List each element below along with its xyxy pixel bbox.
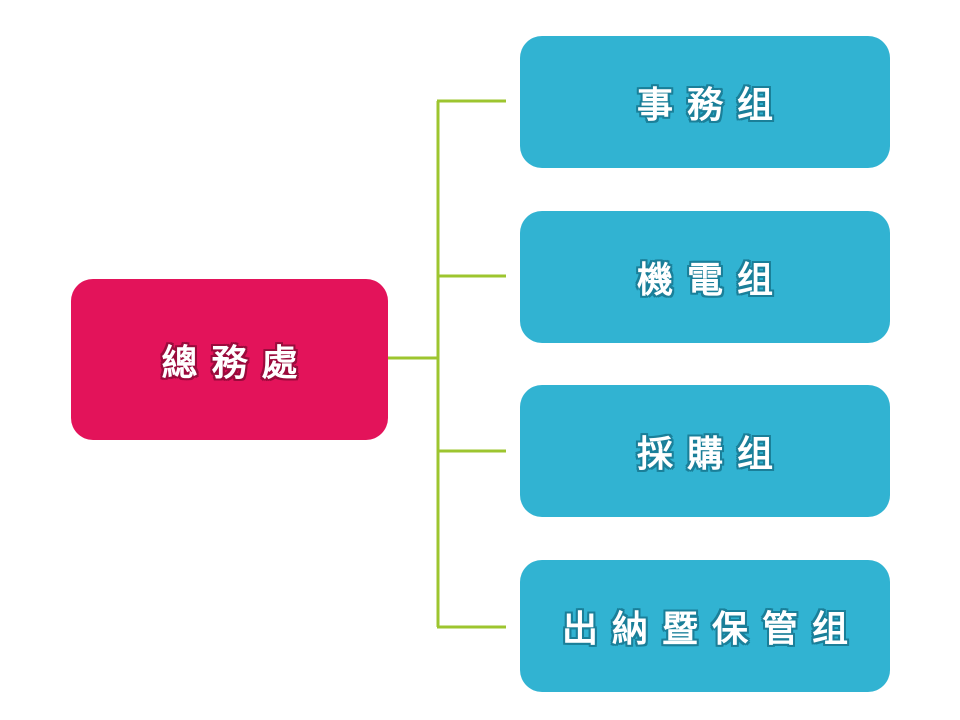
child-node-3: 採購组	[520, 385, 890, 517]
child-node-label: 機電组	[636, 260, 787, 301]
child-node-2: 機電组	[520, 211, 890, 343]
child-node-label: 出納暨保管组	[561, 609, 862, 650]
child-node-label: 事務组	[636, 85, 787, 126]
root-node-label: 總務處	[161, 342, 312, 384]
child-node-1: 事務组	[520, 36, 890, 168]
child-node-label: 採購组	[636, 434, 787, 475]
child-node-4: 出納暨保管组	[520, 560, 890, 692]
root-node: 總務處	[71, 279, 388, 440]
